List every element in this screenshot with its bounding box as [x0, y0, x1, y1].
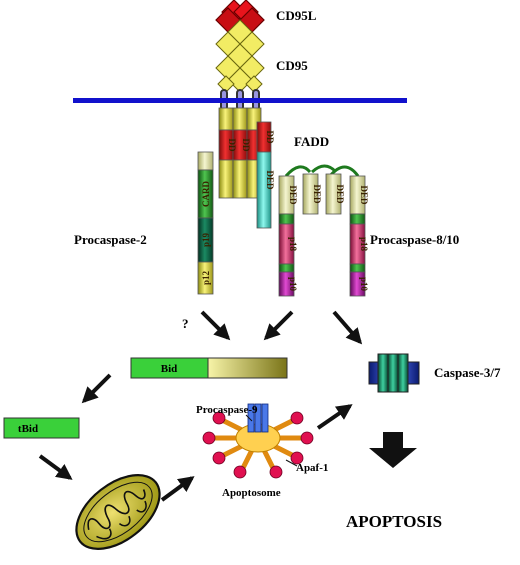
ded-label-3: DED [335, 184, 345, 204]
caspase-3-7 [368, 353, 420, 393]
dd-label-2: DD [241, 139, 251, 152]
apoptosome-label: Apoptosome [222, 487, 281, 499]
p10-label-1: p10 [288, 277, 298, 292]
apaf1-label: Apaf-1 [296, 462, 328, 474]
arrow-tbid-to-mitochondrion [38, 454, 73, 480]
caspase-3-7-label: Caspase-3/7 [434, 365, 501, 380]
fadd-ded-label: DED [265, 170, 275, 190]
cd95-receptor [215, 19, 265, 93]
arrow-procaspase8-to-bid [263, 310, 294, 341]
card-label: CARD [201, 181, 211, 207]
cd95-label: CD95 [276, 58, 308, 73]
arrow-apoptosome-to-caspase37 [316, 404, 353, 430]
plasma-membrane [73, 98, 407, 103]
ded-label-4: DED [359, 185, 369, 205]
p18-label-1: p18 [288, 237, 298, 252]
cd95l-label: CD95L [276, 8, 317, 23]
p12-label: p12 [201, 271, 211, 286]
tbid: tBid [3, 417, 80, 439]
arrow-mitochondrion-to-apoptosome [160, 476, 195, 502]
procaspase-9-pointer [245, 414, 253, 422]
dd-label-1: DD [227, 139, 237, 152]
arrow-procaspase8-to-caspase37 [332, 310, 363, 345]
bid: Bid [130, 357, 288, 379]
arrow-procaspase2-to-bid [200, 310, 231, 341]
bid-label: Bid [161, 363, 178, 375]
fadd-dd-label: DD [265, 131, 275, 144]
fadd-adaptor: DD DED [256, 121, 275, 229]
arrow-to-apoptosis [369, 432, 417, 468]
procaspase-8-10: DED DED DED DED p18 p18 p10 p10 [278, 164, 369, 297]
question-mark: ? [182, 316, 189, 331]
p18-label-2: p18 [359, 237, 369, 252]
procaspase-2: CARD p19 p12 [197, 151, 214, 295]
ded-label-1: DED [288, 185, 298, 205]
p10-label-2: p10 [359, 277, 369, 292]
apoptosis-label: APOPTOSIS [346, 512, 442, 531]
arrow-bid-to-tbid [81, 373, 112, 404]
procaspase-9-cluster [247, 403, 269, 433]
apoptosome [202, 403, 314, 479]
ded-label-2: DED [312, 184, 322, 204]
procaspase-2-label: Procaspase-2 [74, 232, 147, 247]
fadd-label: FADD [294, 134, 329, 149]
procaspase-9-label: Procaspase-9 [196, 404, 258, 416]
mitochondrion [75, 474, 161, 550]
tbid-label: tBid [18, 423, 38, 435]
p19-label: p19 [201, 233, 211, 248]
procaspase-8-10-label: Procaspase-8/10 [370, 232, 459, 247]
apaf1-pointer [285, 459, 298, 467]
cd95l-ligand [215, 0, 265, 33]
activation-arrows [200, 310, 363, 345]
